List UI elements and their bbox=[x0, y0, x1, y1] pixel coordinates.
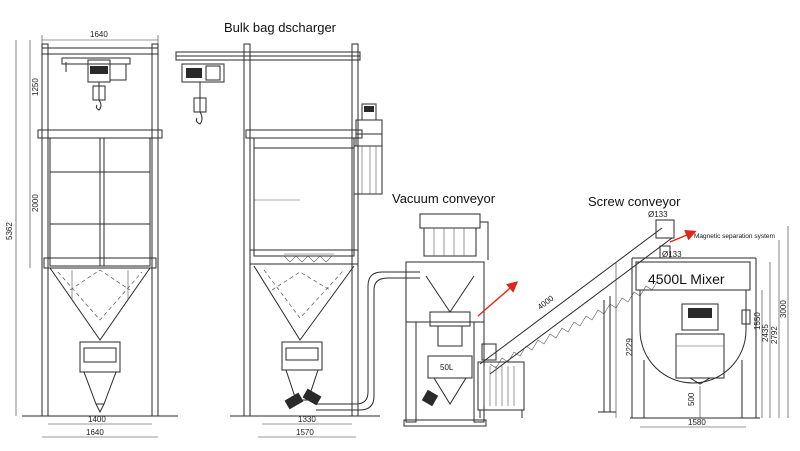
dim-1330: 1330 bbox=[298, 415, 316, 424]
dim-1550: 1550 bbox=[753, 312, 762, 330]
dim-1250: 1250 bbox=[31, 78, 40, 96]
mixer-unit: 4500L Mixer 2229 1550 2435 2792 3000 500… bbox=[615, 226, 789, 428]
mixer-label: 4500L Mixer bbox=[648, 271, 725, 287]
dim-2229: 2229 bbox=[625, 338, 634, 356]
vacuum-conveyor-label: Vacuum conveyor bbox=[392, 191, 496, 206]
dim-2792: 2792 bbox=[770, 326, 779, 344]
screw-conveyor-unit: Screw conveyor 4000 Ø133 Ø133 Magnetic s… bbox=[477, 194, 775, 418]
dim-1580: 1580 bbox=[688, 418, 706, 427]
dim-1570: 1570 bbox=[296, 428, 314, 437]
dim-3000: 3000 bbox=[779, 300, 788, 318]
dim-d133-bottom: Ø133 bbox=[662, 250, 682, 259]
dim-d133-top: Ø133 bbox=[648, 210, 668, 219]
tank-50l-label: 50L bbox=[440, 363, 454, 372]
dim-4000: 4000 bbox=[536, 293, 556, 311]
hoist-monorail bbox=[181, 63, 225, 125]
bulk-bag-station-right: Bulk bag dscharger bbox=[175, 20, 420, 438]
dim-5362: 5362 bbox=[5, 222, 14, 240]
dim-1640-top: 1640 bbox=[90, 30, 108, 39]
vacuum-pointer-arrow bbox=[477, 281, 519, 317]
magnetic-pointer-arrow bbox=[669, 230, 697, 243]
screw-conveyor-label: Screw conveyor bbox=[588, 194, 681, 209]
hoist-left bbox=[61, 57, 131, 111]
bulk-bag-discharger-label: Bulk bag dscharger bbox=[224, 20, 337, 35]
dim-500: 500 bbox=[687, 392, 696, 406]
vacuum-conveyor-unit: Vacuum conveyor 50L bbox=[392, 191, 519, 427]
dim-1400: 1400 bbox=[88, 415, 106, 424]
dim-2435: 2435 bbox=[761, 324, 770, 342]
magnetic-separation-label: Magnetic separation system bbox=[694, 233, 775, 240]
dim-2000: 2000 bbox=[31, 194, 40, 212]
bulk-bag-station-left: 1640 1250 2000 5362 bbox=[5, 30, 178, 438]
dim-1640-bottom: 1640 bbox=[86, 428, 104, 437]
